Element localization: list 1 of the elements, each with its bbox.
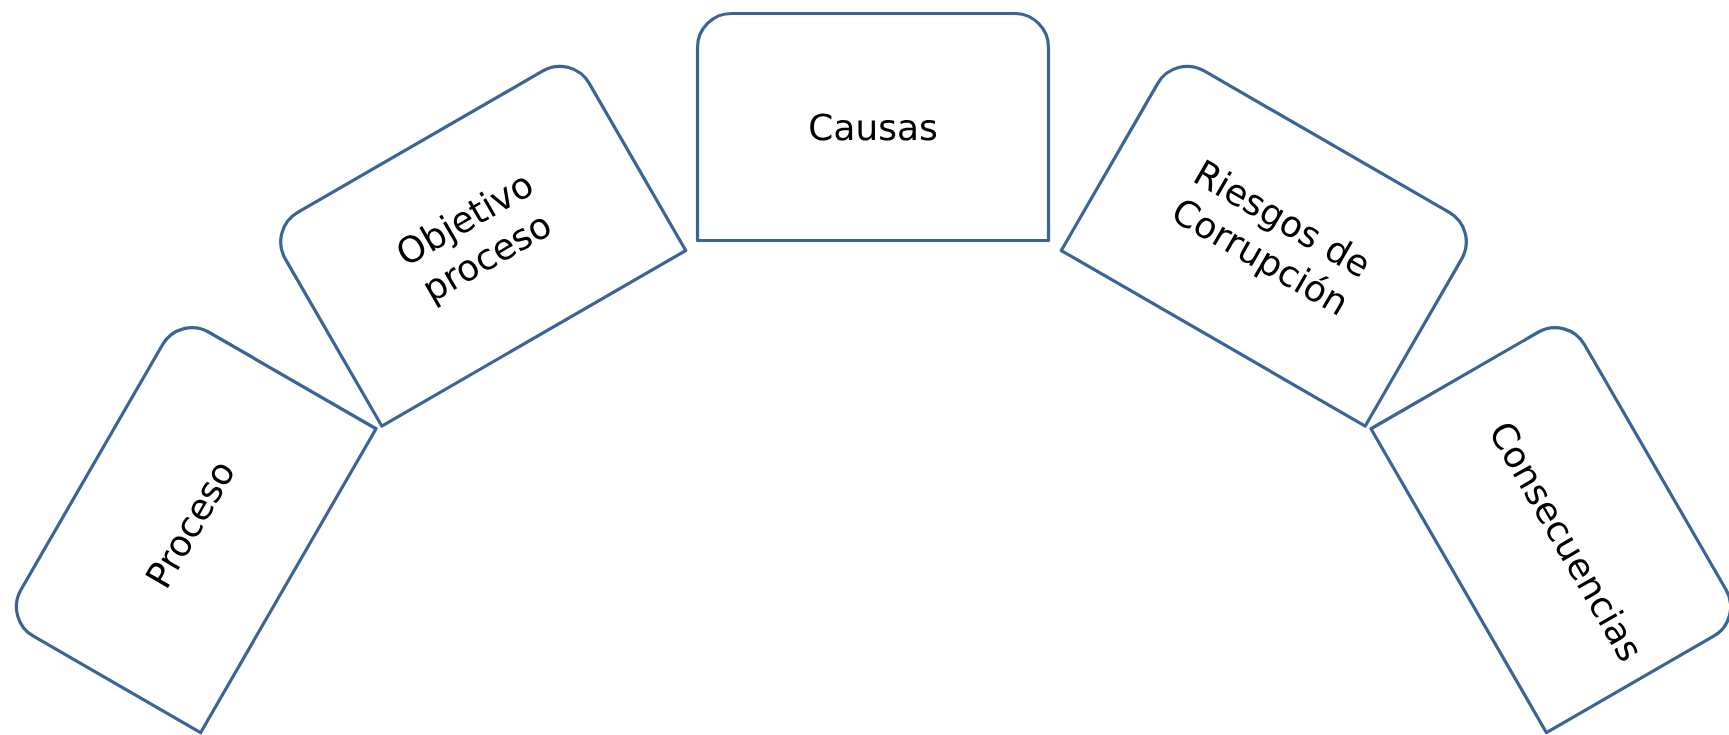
rounded-box: Causas <box>695 11 1051 243</box>
